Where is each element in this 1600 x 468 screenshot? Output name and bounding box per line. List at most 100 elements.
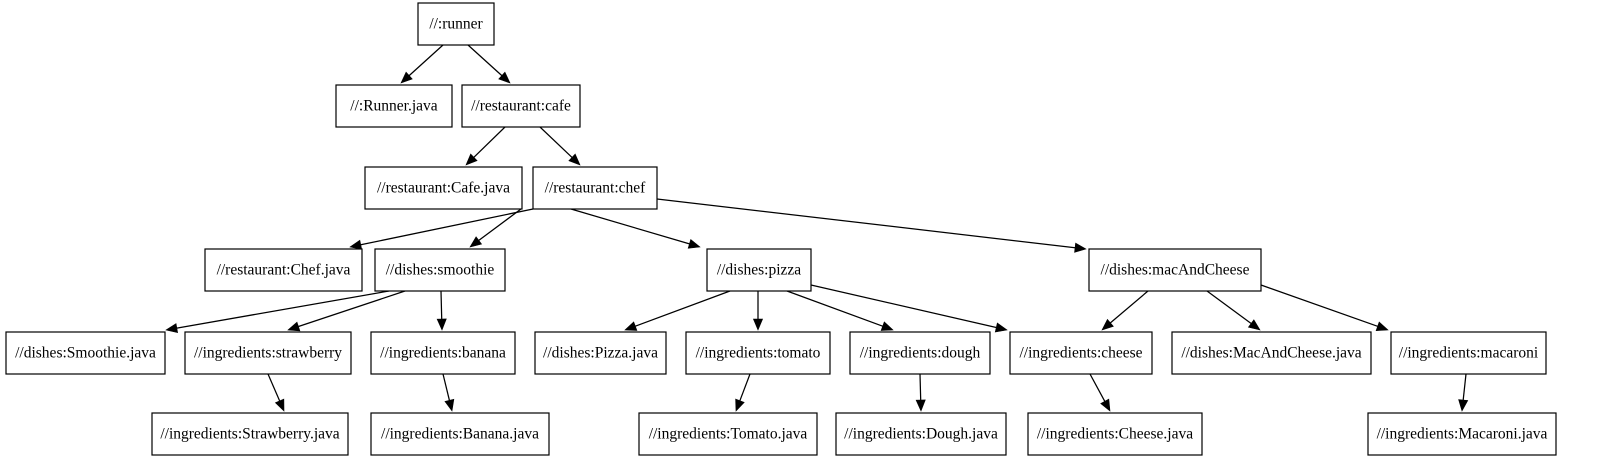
graph-edge <box>469 208 522 248</box>
edge-line <box>1260 284 1378 327</box>
graph-node-dishes_macandcheese[interactable]: //dishes:macAndCheese <box>1088 248 1262 292</box>
graph-node-restaurant_chef[interactable]: //restaurant:chef <box>532 166 658 210</box>
node-box[interactable] <box>364 166 523 210</box>
edge-line <box>739 373 751 401</box>
graph-node-dishes_smoothie[interactable]: //dishes:smoothie <box>374 248 506 292</box>
graph-node-ing_macaroni_java[interactable]: //ingredients:Macaroni.java <box>1367 412 1557 456</box>
node-box[interactable] <box>685 331 831 375</box>
graph-edge <box>570 208 701 249</box>
node-box[interactable] <box>370 331 516 375</box>
graph-node-restaurant_cafe[interactable]: //restaurant:cafe <box>461 84 581 128</box>
node-label: //ingredients:Cheese.java <box>1037 426 1193 443</box>
graph-node-ing_dough_java[interactable]: //ingredients:Dough.java <box>835 412 1007 456</box>
graph-edge <box>400 44 444 84</box>
edge-arrowhead <box>498 71 511 84</box>
edge-line <box>267 373 281 402</box>
graph-edge <box>267 373 285 412</box>
edge-arrowhead <box>624 321 638 331</box>
node-box[interactable] <box>370 412 550 456</box>
node-label: //:Runner.java <box>350 98 438 115</box>
node-label: //dishes:Smoothie.java <box>15 345 156 362</box>
node-box[interactable] <box>638 412 818 456</box>
edge-line <box>442 373 451 401</box>
edge-line <box>539 126 573 158</box>
edge-line <box>176 290 390 329</box>
graph-edge <box>1089 373 1111 412</box>
graph-edge <box>1458 373 1469 412</box>
node-box[interactable] <box>1027 412 1203 456</box>
edge-arrowhead <box>1074 242 1087 253</box>
graph-node-restaurant_chef_java[interactable]: //restaurant:Chef.java <box>204 248 363 292</box>
graph-node-ing_dough[interactable]: //ingredients:dough <box>849 331 991 375</box>
graph-edge <box>165 290 390 334</box>
edge-line <box>635 290 731 327</box>
node-box[interactable] <box>184 331 352 375</box>
node-box[interactable] <box>461 84 581 128</box>
node-box[interactable] <box>534 331 667 375</box>
edge-line <box>656 198 1076 249</box>
node-box[interactable] <box>374 248 506 292</box>
edges-layer <box>165 44 1469 412</box>
node-label: //ingredients:Strawberry.java <box>160 426 339 443</box>
node-box[interactable] <box>1367 412 1557 456</box>
edge-arrowhead <box>436 318 447 331</box>
edge-line <box>786 290 883 327</box>
node-box[interactable] <box>1390 331 1547 375</box>
node-box[interactable] <box>1009 331 1153 375</box>
graph-node-restaurant_cafe_java[interactable]: //restaurant:Cafe.java <box>364 166 523 210</box>
node-box[interactable] <box>417 2 495 46</box>
graph-node-runner_java[interactable]: //:Runner.java <box>335 84 453 128</box>
edge-arrowhead <box>349 239 363 250</box>
edge-arrowhead <box>400 71 413 84</box>
node-box[interactable] <box>204 248 363 292</box>
node-label: //restaurant:chef <box>545 180 647 197</box>
node-box[interactable] <box>835 412 1007 456</box>
edge-arrowhead <box>687 238 701 249</box>
node-box[interactable] <box>849 331 991 375</box>
node-box[interactable] <box>706 248 812 292</box>
graph-node-ing_tomato[interactable]: //ingredients:tomato <box>685 331 831 375</box>
node-label: //ingredients:banana <box>380 345 506 362</box>
graph-node-ing_tomato_java[interactable]: //ingredients:Tomato.java <box>638 412 818 456</box>
graph-edge <box>1101 290 1149 331</box>
graph-node-dishes_pizza[interactable]: //dishes:pizza <box>706 248 812 292</box>
graph-node-ing_banana[interactable]: //ingredients:banana <box>370 331 516 375</box>
graph-node-ing_cheese_java[interactable]: //ingredients:Cheese.java <box>1027 412 1203 456</box>
edge-line <box>1206 290 1252 324</box>
node-box[interactable] <box>1088 248 1262 292</box>
node-box[interactable] <box>151 412 349 456</box>
graph-node-ing_cheese[interactable]: //ingredients:cheese <box>1009 331 1153 375</box>
node-label: //ingredients:Banana.java <box>381 426 539 443</box>
graph-node-dishes_pizza_java[interactable]: //dishes:Pizza.java <box>534 331 667 375</box>
graph-edge <box>735 373 751 412</box>
edge-arrowhead <box>1375 321 1389 331</box>
node-box[interactable] <box>335 84 453 128</box>
node-box[interactable] <box>532 166 658 210</box>
node-label: //ingredients:macaroni <box>1399 345 1539 362</box>
node-label: //dishes:MacAndCheese.java <box>1181 345 1361 362</box>
graph-node-ing_strawberry[interactable]: //ingredients:strawberry <box>184 331 352 375</box>
graph-node-dishes_macandcheese_java[interactable]: //dishes:MacAndCheese.java <box>1171 331 1372 375</box>
graph-edge <box>786 290 894 331</box>
edge-arrowhead <box>469 236 483 248</box>
node-label: //:runner <box>429 16 483 33</box>
graph-node-ing_banana_java[interactable]: //ingredients:Banana.java <box>370 412 550 456</box>
node-label: //restaurant:cafe <box>471 98 571 115</box>
edge-line <box>473 126 506 158</box>
graph-edge <box>287 290 406 332</box>
edge-arrowhead <box>165 323 179 334</box>
graph-node-runner[interactable]: //:runner <box>417 2 495 46</box>
edge-line <box>1109 290 1149 324</box>
graph-node-dishes_smoothie_java[interactable]: //dishes:Smoothie.java <box>5 331 166 375</box>
edge-arrowhead <box>752 318 764 331</box>
node-label: //ingredients:Tomato.java <box>649 426 808 443</box>
node-box[interactable] <box>1171 331 1372 375</box>
graph-edge <box>1260 284 1389 331</box>
graph-edge <box>539 126 581 166</box>
graph-node-ing_strawberry_java[interactable]: //ingredients:Strawberry.java <box>151 412 349 456</box>
edge-line <box>467 44 503 77</box>
edge-arrowhead <box>1247 319 1261 331</box>
node-box[interactable] <box>5 331 166 375</box>
graph-node-ing_macaroni[interactable]: //ingredients:macaroni <box>1390 331 1547 375</box>
